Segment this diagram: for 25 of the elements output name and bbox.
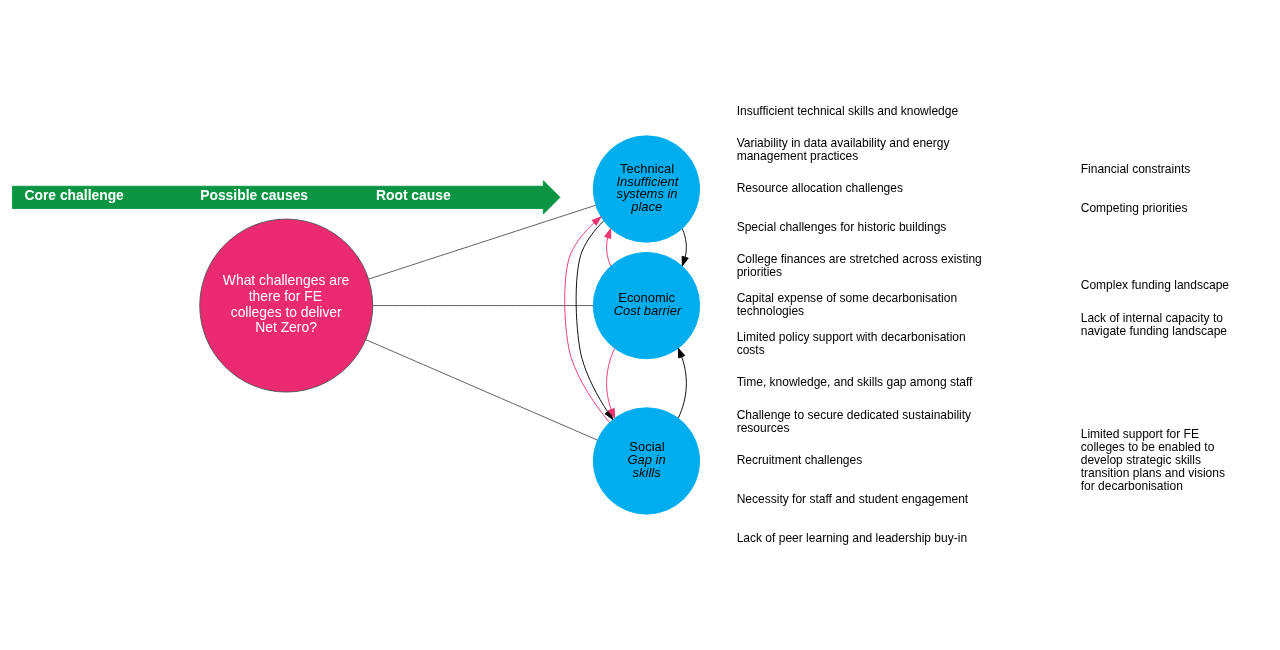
label: Limited support for FE colleges to be enabled to develop strategic skills transition plans and visions for decarbonisation bbox=[1080, 427, 1225, 493]
arrow bbox=[564, 216, 610, 423]
arrow bbox=[681, 228, 689, 267]
node-circle: What challenges are there for FE colleges to deliver Net Zero? bbox=[199, 218, 374, 393]
label: Lack of peer learning and leadership buy-in bbox=[736, 530, 968, 545]
connector bbox=[368, 204, 597, 280]
label: Financial constraints bbox=[1080, 161, 1191, 176]
label: Resource allocation challenges bbox=[736, 181, 903, 196]
label: Necessity for staff and student engagement bbox=[736, 491, 969, 506]
label: Capital expense of some decarbonisation technologies bbox=[736, 291, 958, 319]
label: College finances are stretched across existing priorities bbox=[736, 252, 982, 280]
label: Insufficient technical skills and knowledge bbox=[736, 103, 959, 118]
label: Complex funding landscape bbox=[1080, 278, 1230, 293]
label: Special challenges for historic buildings bbox=[736, 220, 947, 235]
connector bbox=[365, 339, 598, 441]
arrow bbox=[677, 347, 687, 419]
label: Lack of internal capacity to navigate funding landscape bbox=[1080, 310, 1228, 338]
arrow bbox=[604, 228, 612, 267]
label: Competing priorities bbox=[1080, 200, 1188, 215]
label: Challenge to secure dedicated sustainability resources bbox=[736, 407, 972, 435]
connector bbox=[372, 305, 594, 307]
label: Variability in data availability and energy management practices bbox=[736, 135, 950, 163]
label: Recruitment challenges bbox=[736, 453, 863, 468]
label: Limited policy support with decarbonisation costs bbox=[736, 330, 966, 358]
label: Time, knowledge, and skills gap among staff bbox=[736, 375, 973, 390]
